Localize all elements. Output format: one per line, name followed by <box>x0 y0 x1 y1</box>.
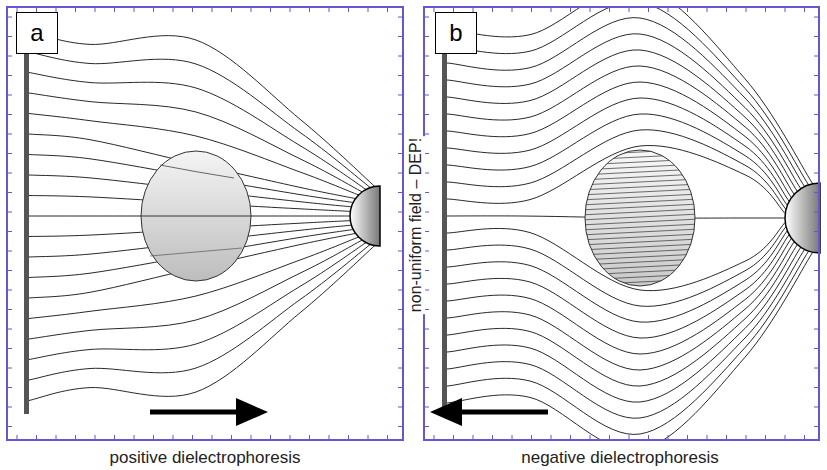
plate-electrode <box>24 34 29 414</box>
panel-frame <box>424 7 819 440</box>
panel-frame <box>7 7 403 440</box>
caption: positive dielectrophoresis <box>110 448 301 468</box>
caption: negative dielectrophoresis <box>521 448 719 468</box>
field-line <box>29 216 350 217</box>
force-arrow <box>430 398 548 426</box>
vertical-note: non-uniform field – DEP! <box>407 136 425 314</box>
panel-label-box: b <box>435 12 477 54</box>
panel-label-box: a <box>16 12 58 54</box>
panel-letter: a <box>30 19 43 47</box>
point-electrode <box>785 183 820 253</box>
particle-sphere <box>585 150 695 286</box>
point-electrode <box>350 186 380 246</box>
panel-letter: b <box>449 19 462 47</box>
force-arrow <box>150 398 268 426</box>
plate-electrode <box>442 34 447 414</box>
field-line <box>29 73 366 190</box>
particle-sphere <box>141 151 251 281</box>
